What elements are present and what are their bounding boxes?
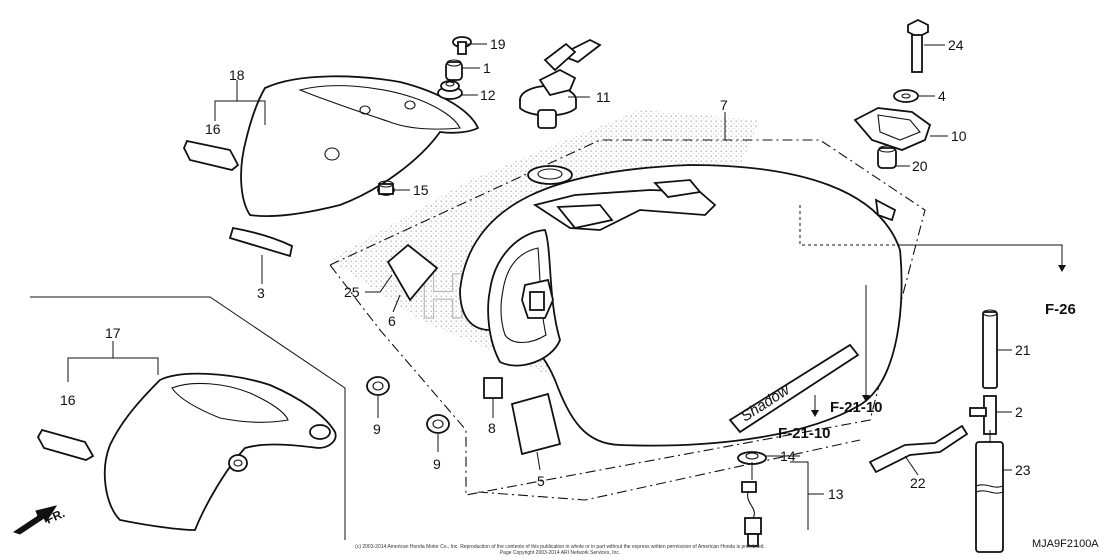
trim-strip-16-upper xyxy=(183,139,240,171)
callout-18: 18 xyxy=(229,67,245,83)
callout-24: 24 xyxy=(948,37,964,53)
callout-22: 22 xyxy=(910,475,926,491)
callout-15: 15 xyxy=(413,182,429,198)
washer-4 xyxy=(893,89,919,103)
ref-f26: F-26 xyxy=(1045,301,1076,318)
lower-headlight-cover xyxy=(103,372,337,531)
callout-20: 20 xyxy=(912,158,928,174)
arrow-f26 xyxy=(1058,265,1066,272)
grommet-12 xyxy=(437,80,463,100)
fuel-tank: Shadow xyxy=(459,164,990,447)
fuel-tank-group-outline xyxy=(329,139,926,496)
callout-6: 6 xyxy=(388,313,396,329)
pad-6 xyxy=(386,243,439,302)
callout-11: 11 xyxy=(596,89,611,105)
bolt-24 xyxy=(907,18,929,73)
callout-2: 2 xyxy=(1015,404,1023,420)
callout-4: 4 xyxy=(938,88,946,104)
ref-f2110-a: F-21-10 xyxy=(830,399,883,416)
front-direction-arrow: FR. xyxy=(12,505,67,535)
trim-strip-16-lower xyxy=(36,428,95,461)
fuel-cap-11 xyxy=(519,38,602,129)
arrow-f2110b xyxy=(811,410,819,417)
callout-1: 1 xyxy=(483,60,491,76)
callout-13: 13 xyxy=(828,486,844,502)
callout-9-a: 9 xyxy=(373,421,381,437)
nut-9-b xyxy=(426,414,450,434)
copyright-line-1: (c) 2003-2014 American Honda Motor Co., … xyxy=(355,544,765,550)
callout-16-lower: 16 xyxy=(60,392,76,408)
callout-3: 3 xyxy=(257,285,265,301)
upper-headlight-cover xyxy=(240,75,480,217)
callout-7: 7 xyxy=(720,97,728,113)
callout-12: 12 xyxy=(480,87,496,103)
pad-5 xyxy=(510,392,562,456)
diagram-code: MJA9F2100A xyxy=(1032,538,1099,550)
callout-14: 14 xyxy=(780,448,796,464)
callout-8: 8 xyxy=(488,420,496,436)
bolt-19 xyxy=(452,36,472,55)
callout-17: 17 xyxy=(105,325,121,341)
leader-lines xyxy=(67,43,1063,530)
nut-9-a xyxy=(366,376,390,396)
callout-9-b: 9 xyxy=(433,456,441,472)
callout-19: 19 xyxy=(490,36,506,52)
pad-8 xyxy=(483,377,503,399)
callout-16-upper: 16 xyxy=(205,121,221,137)
tube-21 xyxy=(982,309,998,389)
collar-20 xyxy=(877,145,897,169)
arrow-f2110a xyxy=(862,395,870,402)
callout-10: 10 xyxy=(951,128,967,144)
section-divider-line xyxy=(30,296,346,540)
copyright-line-2: Page Copyright 2003-2014 ARI Network Ser… xyxy=(500,550,620,556)
callout-21: 21 xyxy=(1015,342,1031,358)
collar-1 xyxy=(445,59,463,81)
callout-5: 5 xyxy=(537,473,545,489)
trim-strip-3 xyxy=(228,226,294,258)
callout-23: 23 xyxy=(1015,462,1031,478)
fuel-tank-group-outline-inner xyxy=(477,439,861,501)
ref-f2110-b: F-21-10 xyxy=(778,425,831,442)
tube-23 xyxy=(975,441,1004,553)
joint-2 xyxy=(969,395,997,435)
hose-22 xyxy=(868,424,969,474)
callout-25: 25 xyxy=(344,284,360,300)
rubber-mount-10 xyxy=(853,107,932,151)
grommet-15 xyxy=(377,180,395,196)
